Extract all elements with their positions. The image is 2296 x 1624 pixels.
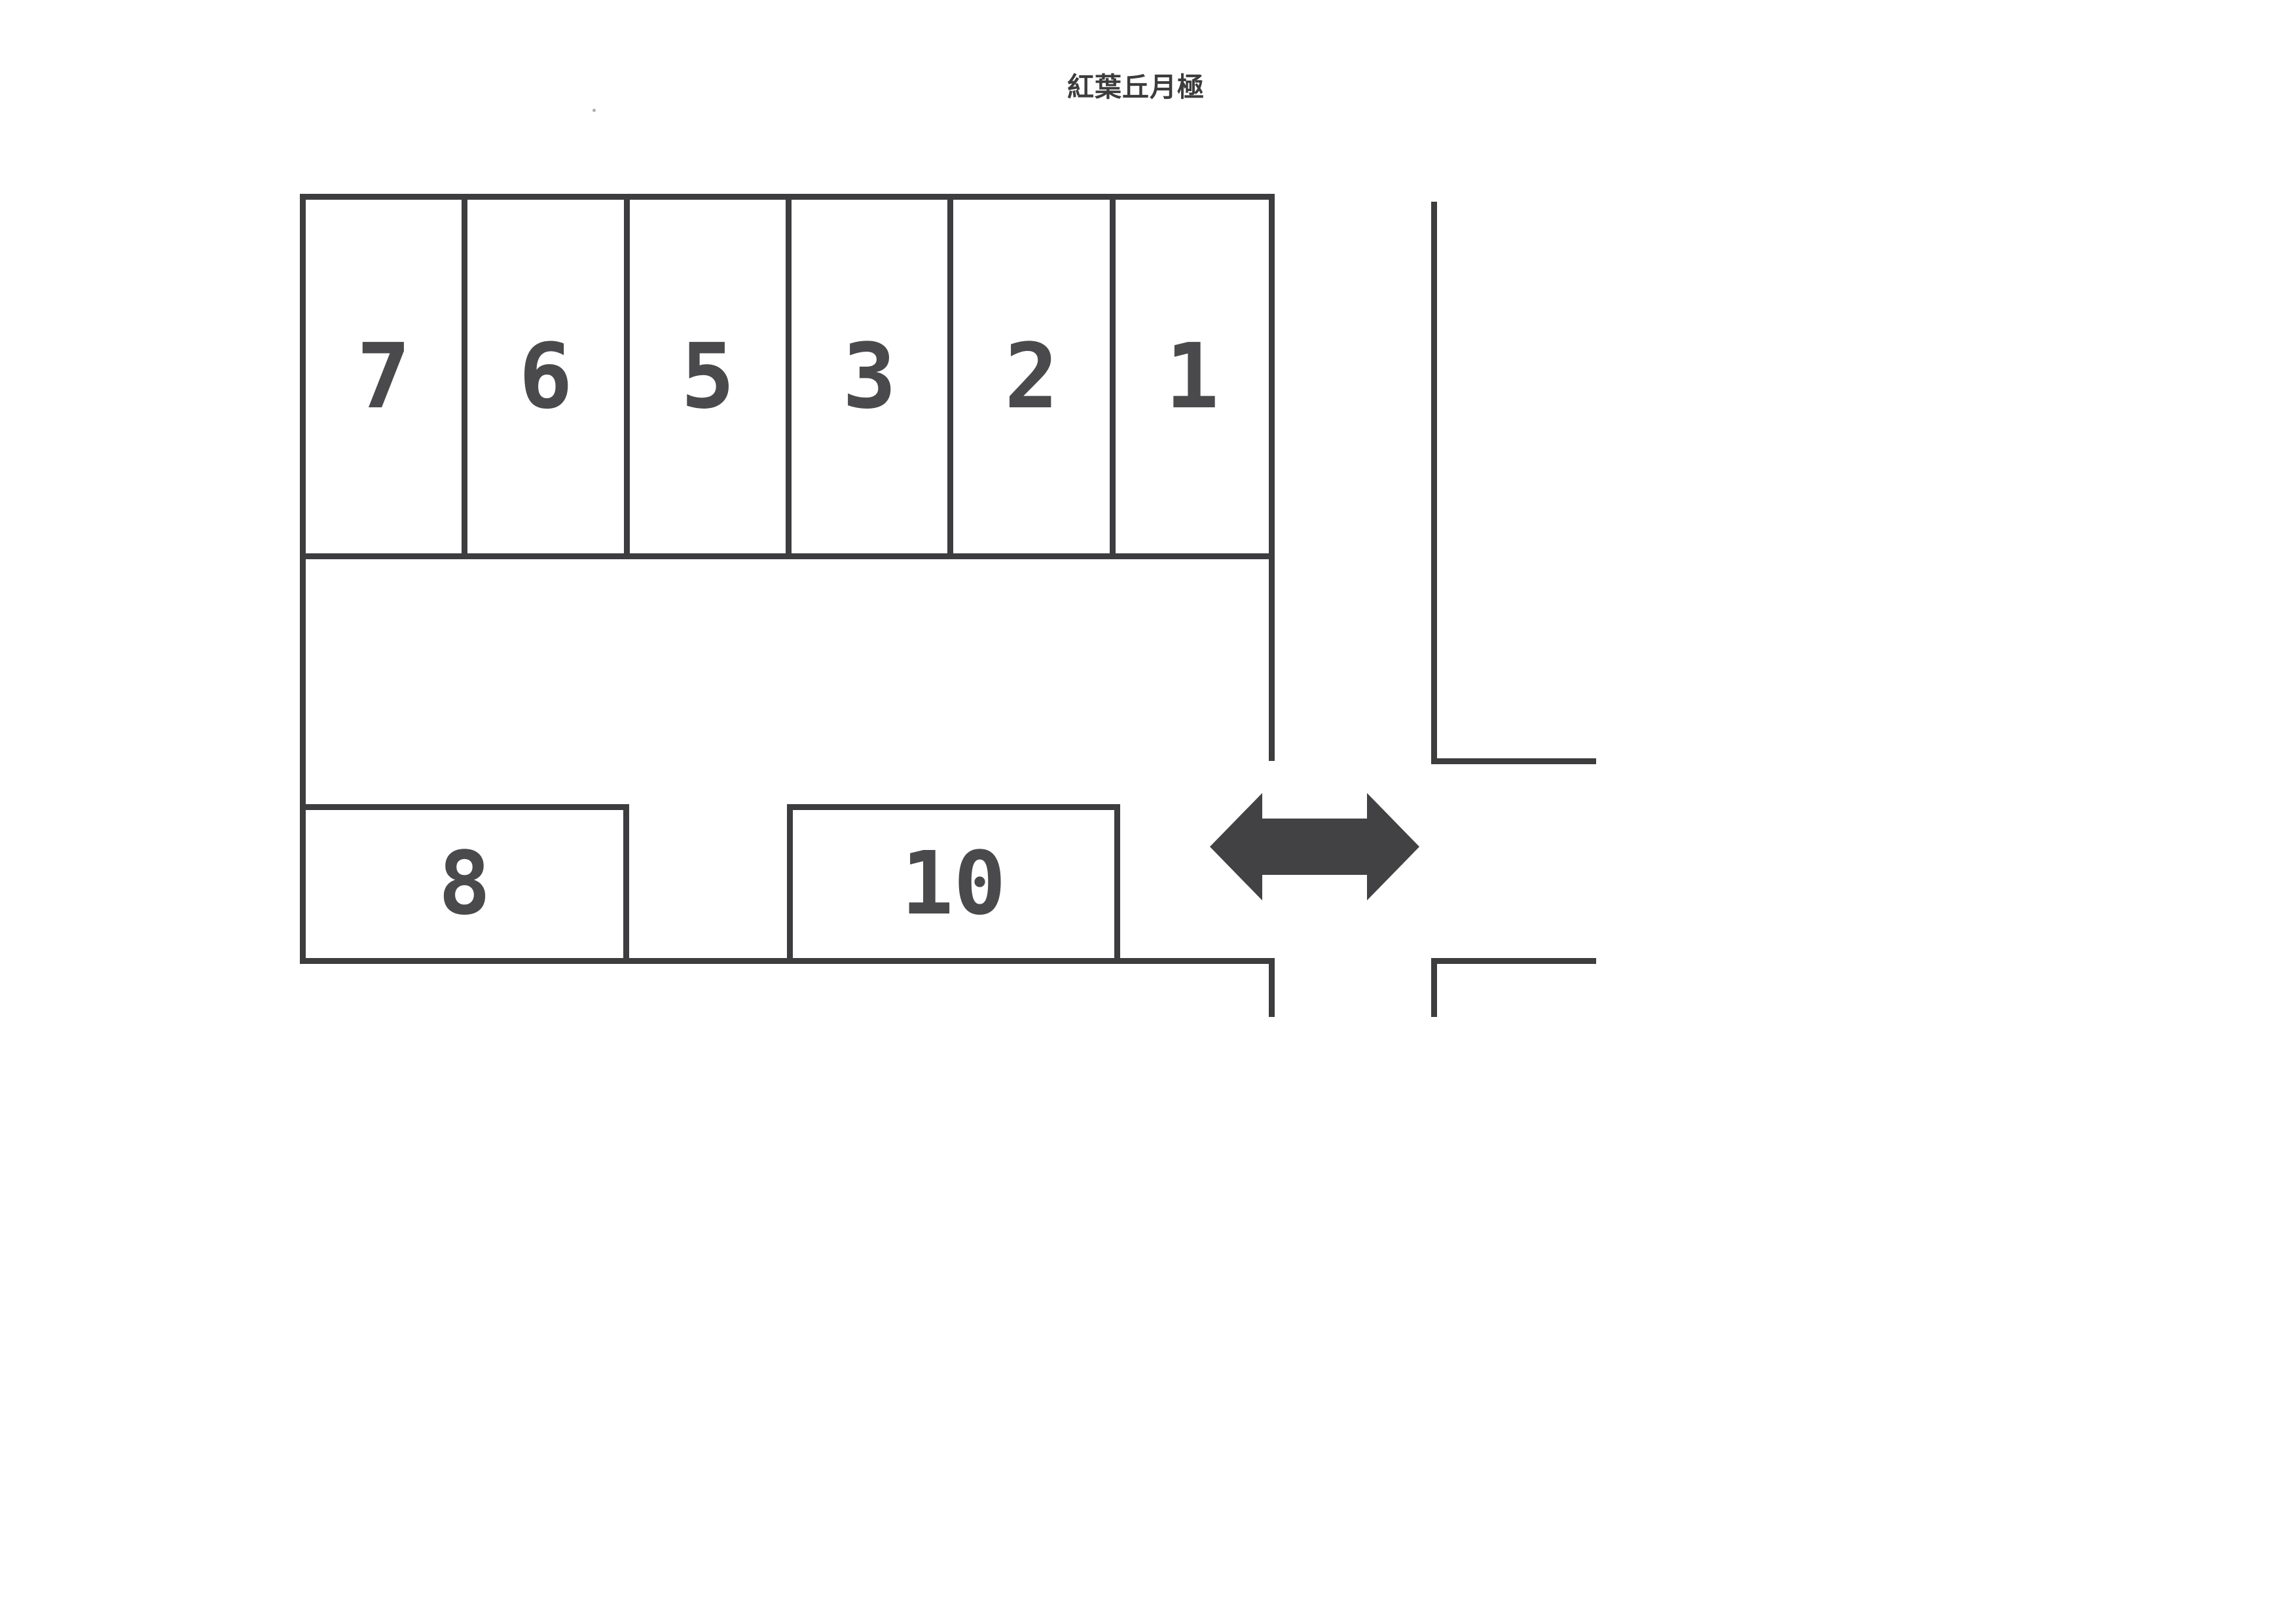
stall-3: 3 [792,200,947,553]
stall-10-left-edge [787,804,793,964]
lot-right-boundary [1269,194,1275,761]
stall-7-number: 7 [356,324,411,429]
stall-5-number: 5 [680,324,735,429]
stall-7: 7 [306,200,462,553]
road-right-lower-stub [1431,958,1437,1017]
road-lower-corner-line [1431,958,1596,964]
stall-8-top-line [300,804,629,810]
stall-divider-2-1 [1110,194,1116,559]
stall-6-number: 6 [519,324,573,429]
stall-10-top-line [787,804,1120,810]
stall-8: 8 [306,810,623,958]
stall-5: 5 [630,200,786,553]
lot-left-boundary [300,194,306,964]
stall-divider-7-6 [462,194,467,559]
stall-10-right-edge [1114,804,1120,964]
stall-2-number: 2 [1004,324,1059,429]
stall-1: 1 [1116,200,1269,553]
lot-bottom-boundary [300,958,1272,964]
stall-divider-3-2 [947,194,953,559]
map-title: 紅葉丘月極 [1067,72,1205,102]
stall-divider-5-3 [786,194,792,559]
stall-1-number: 1 [1165,324,1220,429]
road-upper-corner-line [1431,758,1596,764]
scan-speck [592,109,596,112]
stall-10: 10 [793,810,1114,958]
stall-3-number: 3 [842,324,897,429]
stall-8-number: 8 [438,833,491,934]
stall-2: 2 [953,200,1110,553]
two-way-arrow-icon [1210,793,1419,900]
stall-divider-6-5 [624,194,630,559]
stall-6: 6 [467,200,624,553]
road-left-lower-stub [1269,958,1275,1017]
stall-10-number: 10 [901,833,1006,934]
road-right-edge [1431,202,1437,764]
stall-8-right-edge [623,804,629,964]
